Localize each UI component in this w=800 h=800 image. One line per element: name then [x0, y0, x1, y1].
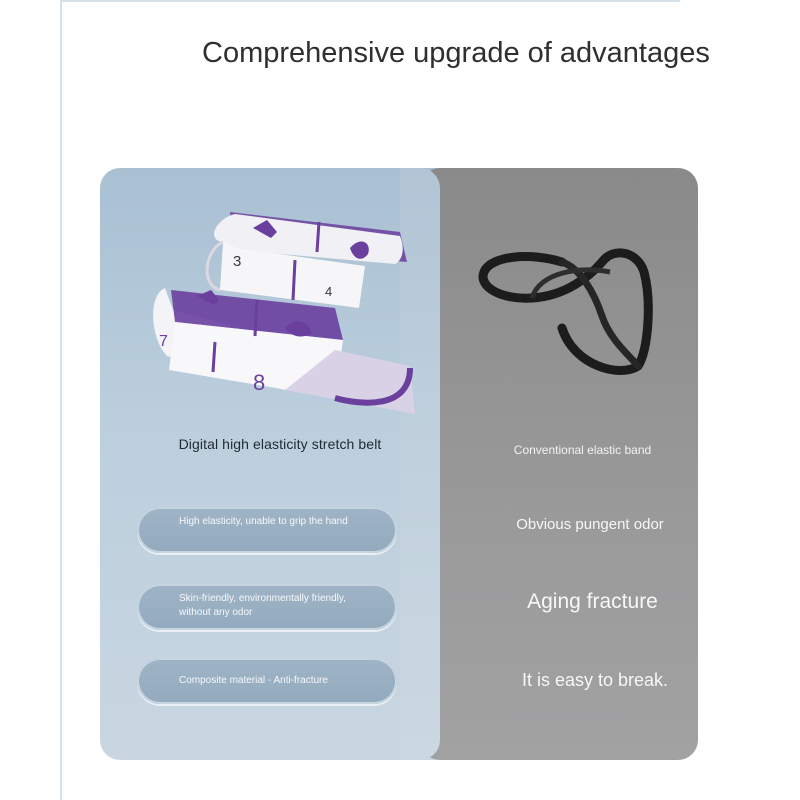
conventional-caption: Conventional elastic band	[513, 443, 652, 457]
product-panel-edge	[400, 168, 440, 760]
elastic-band-image	[478, 248, 653, 375]
disadvantage-text: Aging fracture	[527, 590, 658, 613]
disadvantage-text: It is easy to break.	[521, 670, 669, 690]
belt-number-8: 8	[253, 370, 265, 395]
product-caption: Digital high elasticity stretch belt	[178, 436, 382, 452]
disadvantage-text: Obvious pungent odor	[516, 516, 664, 533]
stretch-belt-image: 3 4 7 8	[153, 212, 415, 414]
frame-line-top	[60, 0, 680, 2]
headline: Comprehensive upgrade of advantages	[202, 37, 710, 69]
advantage-pill: High elasticity, unable to grip the hand	[137, 507, 397, 553]
frame-line-left	[60, 0, 62, 800]
advantage-pill: Composite material - Anti-fracture	[137, 658, 397, 704]
belt-number-7: 7	[159, 333, 168, 350]
advantage-pill: Skin-friendly, environmentally friendly,…	[137, 584, 397, 630]
belt-number-3: 3	[233, 253, 241, 270]
conventional-panel	[420, 168, 698, 760]
belt-number-4: 4	[325, 284, 332, 299]
